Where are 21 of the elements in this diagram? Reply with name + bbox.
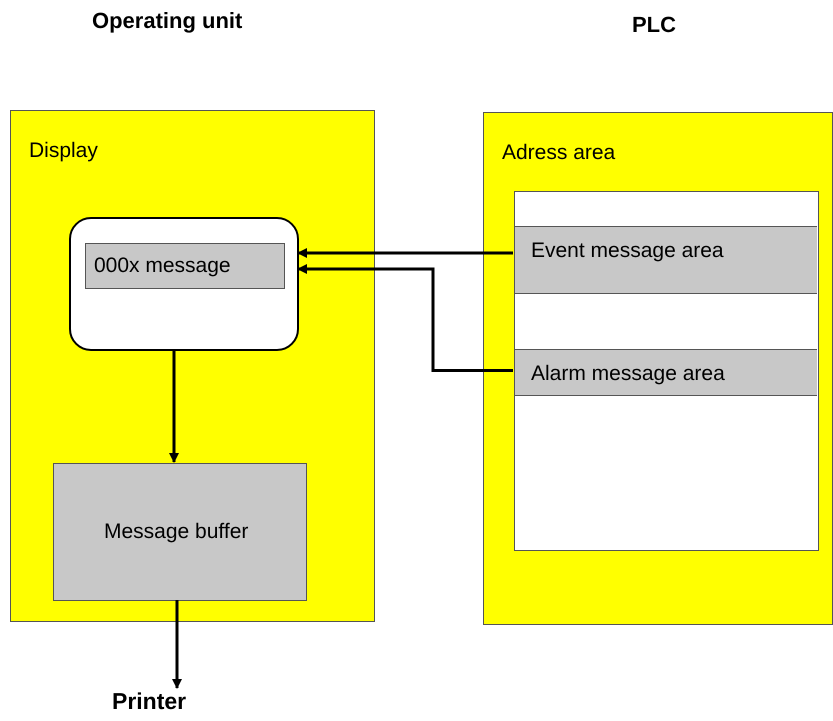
printer-label: Printer xyxy=(112,688,186,714)
box-label: Alarm message area xyxy=(531,362,725,386)
column-heading: PLC xyxy=(632,12,676,38)
address-list xyxy=(514,191,819,551)
panel-heading: Display xyxy=(29,139,98,163)
panel xyxy=(10,110,375,622)
area-row xyxy=(515,226,817,294)
area-row xyxy=(515,349,817,396)
display-screen xyxy=(69,217,299,351)
arrow xyxy=(297,264,513,372)
box-label: Message buffer xyxy=(104,520,248,544)
arrow xyxy=(297,248,513,258)
message-field xyxy=(85,243,285,289)
box-label: Event message area xyxy=(531,239,724,263)
arrow xyxy=(169,350,179,463)
panel-heading: Adress area xyxy=(502,141,616,165)
box-label: 000x message xyxy=(94,254,231,278)
panel xyxy=(483,112,833,625)
column-heading: Operating unit xyxy=(92,8,242,34)
arrow xyxy=(172,600,182,689)
buffer-box xyxy=(53,463,307,601)
